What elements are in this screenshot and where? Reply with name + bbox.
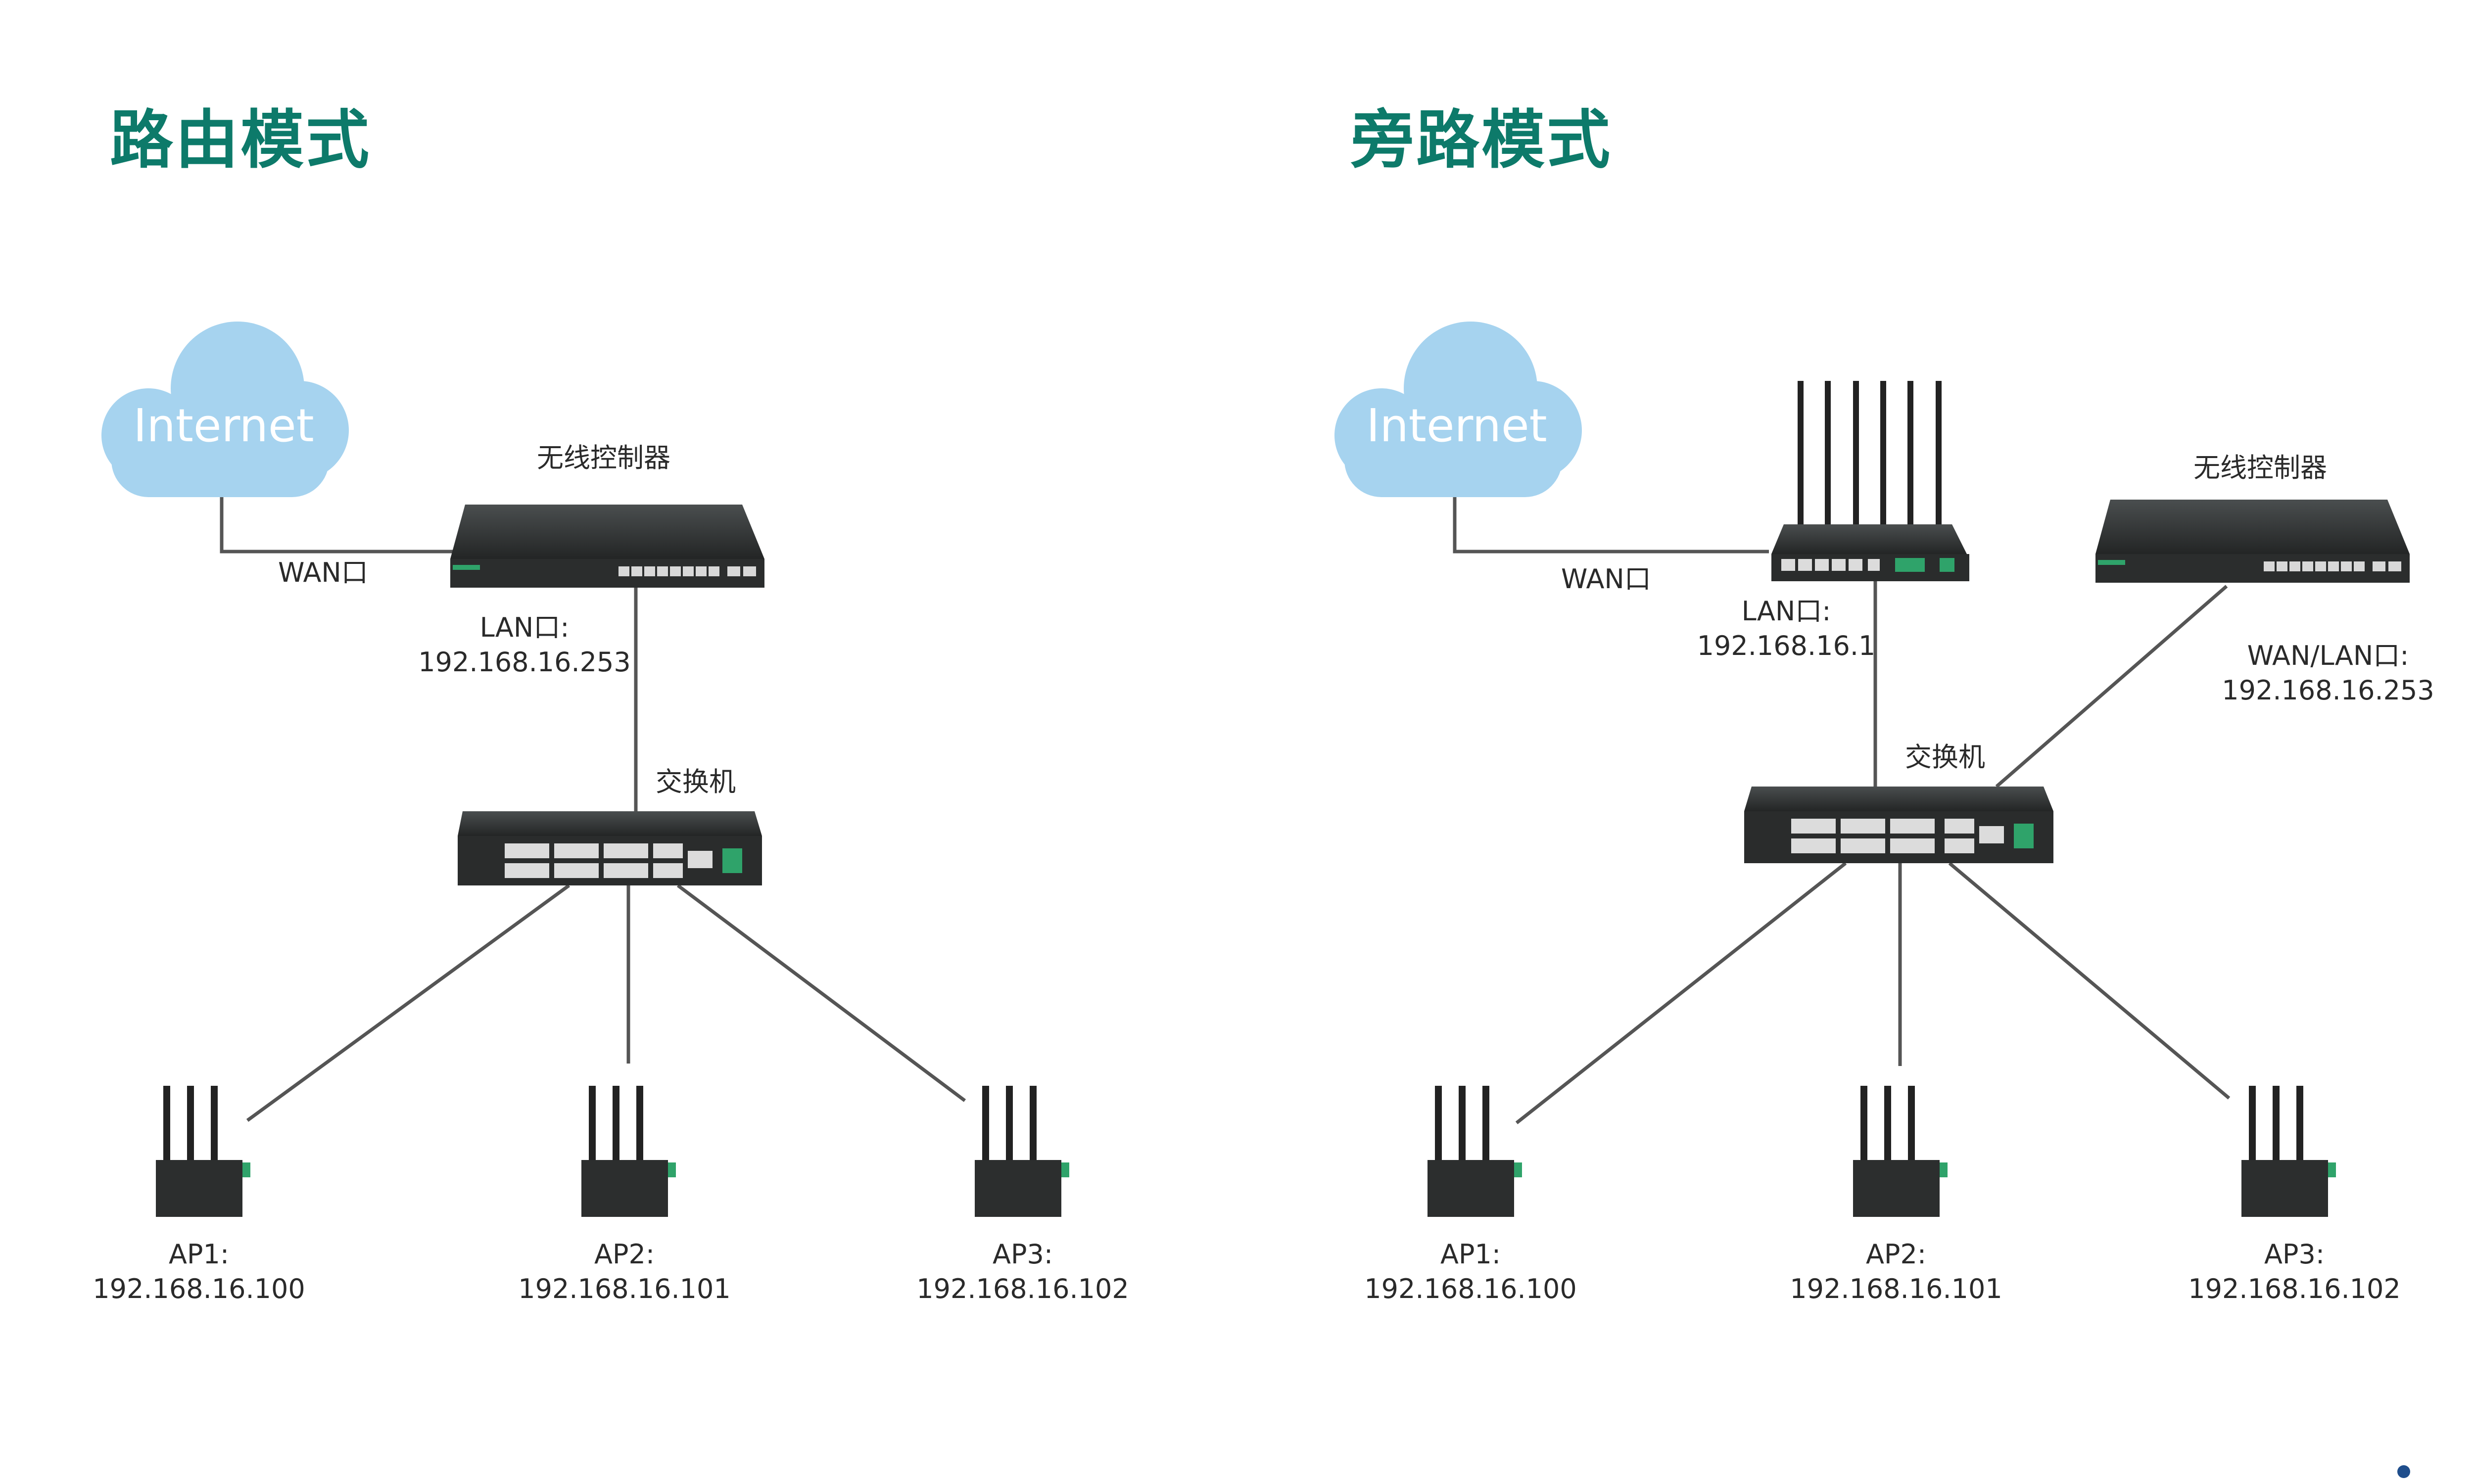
internet-label: Internet — [133, 399, 314, 452]
lan-port-ip: 192.168.16.253 — [418, 647, 631, 678]
ap2-ip: 192.168.16.101 — [518, 1273, 731, 1304]
switch-device — [458, 811, 762, 885]
wan-port-label: WAN口 — [278, 557, 368, 588]
switch-ap1-line — [246, 884, 571, 1122]
lan-port-label: LAN口: — [479, 612, 570, 643]
switch-ap1-line-right — [1515, 862, 1847, 1124]
ap1-device-right — [1427, 1086, 1522, 1217]
wan-port-label-right: WAN口 — [1561, 563, 1651, 595]
ap2-device-right — [1853, 1086, 1948, 1217]
switch-device-right — [1744, 787, 2053, 863]
wireless-controller-device-right — [2095, 500, 2410, 583]
ap3-device-right — [2241, 1086, 2336, 1217]
ap3-device — [975, 1086, 1069, 1217]
internet-cloud-icon — [101, 322, 349, 497]
ap2-name: AP2: — [594, 1239, 655, 1270]
bypass-mode-title: 旁路模式 — [1351, 103, 1613, 177]
ap3-name-right: AP3: — [2264, 1239, 2325, 1270]
controller-switch-line-right — [1995, 585, 2228, 788]
switch-label-right: 交换机 — [1905, 742, 1985, 773]
router-device — [1771, 381, 1969, 581]
ap1-ip-right: 192.168.16.100 — [1364, 1273, 1577, 1304]
ap1-device — [156, 1086, 250, 1217]
lan-port-ip-right: 192.168.16.1 — [1697, 630, 1876, 661]
wireless-controller-device — [450, 505, 764, 588]
wanlan-port-label: WAN/LAN口: — [2247, 640, 2409, 671]
ap3-ip: 192.168.16.102 — [916, 1273, 1129, 1304]
controller-label-right: 无线控制器 — [2193, 452, 2327, 483]
switch-ap3-line — [676, 884, 966, 1102]
switch-ap3-line-right — [1948, 862, 2231, 1100]
ap1-ip: 192.168.16.100 — [93, 1273, 305, 1304]
ap2-name-right: AP2: — [1865, 1239, 1927, 1270]
internet-label-right: Internet — [1366, 399, 1547, 452]
company-logo — [2397, 1465, 2413, 1478]
ap2-device — [581, 1086, 676, 1217]
internet-cloud-icon-right — [1334, 322, 1582, 497]
logo-mark-icon — [2397, 1465, 2410, 1478]
routing-mode-title: 路由模式 — [110, 103, 372, 177]
wan-link-line-right — [1453, 497, 1769, 554]
lan-port-label-right: LAN口: — [1741, 596, 1831, 627]
ap3-name: AP3: — [992, 1239, 1053, 1270]
ap2-ip-right: 192.168.16.101 — [1790, 1273, 2002, 1304]
ap1-name-right: AP1: — [1440, 1239, 1501, 1270]
wan-link-line — [220, 497, 455, 554]
controller-label: 无线控制器 — [537, 442, 670, 473]
ap3-ip-right: 192.168.16.102 — [2188, 1273, 2401, 1304]
switch-label: 交换机 — [656, 766, 736, 797]
ap1-name: AP1: — [168, 1239, 230, 1270]
wanlan-port-ip: 192.168.16.253 — [2222, 675, 2434, 706]
